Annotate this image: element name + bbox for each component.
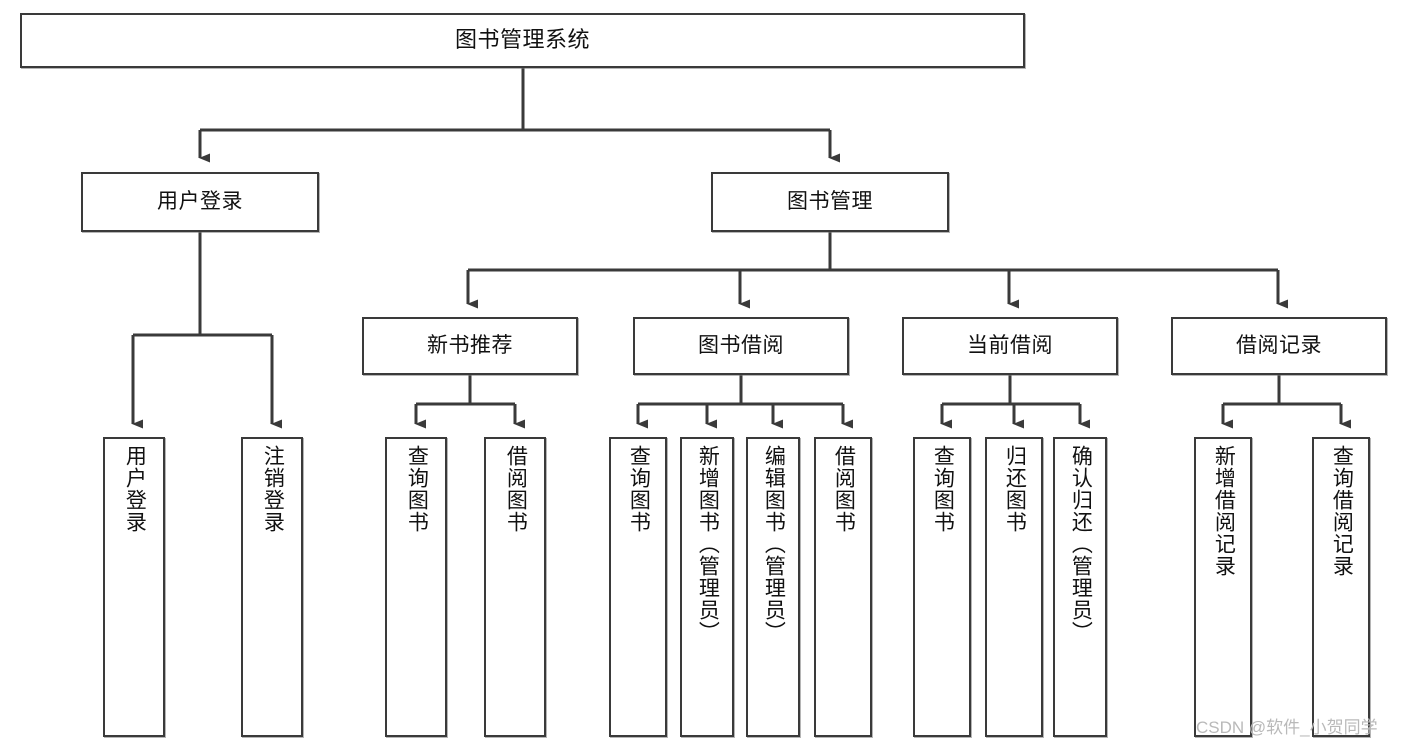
node-leaf-borrow-book-rec[interactable]: 借阅图书 <box>484 437 546 737</box>
node-leaf-query-borrow-record[interactable]: 查询借阅记录 <box>1312 437 1370 737</box>
node-leaf-return-book-label: 归还图书 <box>1003 445 1027 533</box>
node-leaf-query-book-borrow-label: 查询图书 <box>627 445 651 533</box>
node-book-manage-label: 图书管理 <box>787 190 873 214</box>
node-user-login-label: 用户登录 <box>157 190 243 214</box>
node-current-borrow[interactable]: 当前借阅 <box>902 317 1118 375</box>
node-leaf-return-book[interactable]: 归还图书 <box>985 437 1043 737</box>
node-leaf-query-book-current-label: 查询图书 <box>931 445 955 533</box>
node-book-manage[interactable]: 图书管理 <box>711 172 949 232</box>
node-leaf-query-book-borrow[interactable]: 查询图书 <box>609 437 667 737</box>
node-leaf-edit-book[interactable]: 编辑图书（管理员） <box>746 437 800 737</box>
node-user-login[interactable]: 用户登录 <box>81 172 319 232</box>
node-borrow-record[interactable]: 借阅记录 <box>1171 317 1387 375</box>
node-current-borrow-label: 当前借阅 <box>967 334 1053 358</box>
node-leaf-add-book-label: 新增图书（管理员） <box>696 445 720 643</box>
node-leaf-borrow-book[interactable]: 借阅图书 <box>814 437 872 737</box>
node-leaf-user-logout-label: 注销登录 <box>261 445 285 533</box>
node-leaf-confirm-return-label: 确认归还（管理员） <box>1069 445 1093 643</box>
node-book-borrow-label: 图书借阅 <box>698 334 784 358</box>
node-leaf-add-borrow-record-label: 新增借阅记录 <box>1212 445 1236 577</box>
node-leaf-add-borrow-record[interactable]: 新增借阅记录 <box>1194 437 1252 737</box>
node-borrow-record-label: 借阅记录 <box>1236 334 1322 358</box>
node-leaf-confirm-return[interactable]: 确认归还（管理员） <box>1053 437 1107 737</box>
node-leaf-borrow-book-rec-label: 借阅图书 <box>504 445 528 533</box>
node-leaf-borrow-book-label: 借阅图书 <box>832 445 856 533</box>
node-new-book-recommend[interactable]: 新书推荐 <box>362 317 578 375</box>
node-new-book-recommend-label: 新书推荐 <box>427 334 513 358</box>
node-book-borrow[interactable]: 图书借阅 <box>633 317 849 375</box>
node-leaf-user-login-label: 用户登录 <box>123 445 147 533</box>
node-leaf-edit-book-label: 编辑图书（管理员） <box>762 445 786 643</box>
node-leaf-add-book[interactable]: 新增图书（管理员） <box>680 437 734 737</box>
node-leaf-query-book-rec[interactable]: 查询图书 <box>385 437 447 737</box>
node-leaf-query-book-current[interactable]: 查询图书 <box>913 437 971 737</box>
csdn-watermark: CSDN @软件_小贺同学 <box>1196 718 1378 737</box>
node-root[interactable]: 图书管理系统 <box>20 13 1025 68</box>
node-leaf-query-borrow-record-label: 查询借阅记录 <box>1330 445 1354 577</box>
node-leaf-user-login[interactable]: 用户登录 <box>103 437 165 737</box>
node-leaf-query-book-rec-label: 查询图书 <box>405 445 429 533</box>
node-leaf-user-logout[interactable]: 注销登录 <box>241 437 303 737</box>
node-root-label: 图书管理系统 <box>454 27 590 53</box>
